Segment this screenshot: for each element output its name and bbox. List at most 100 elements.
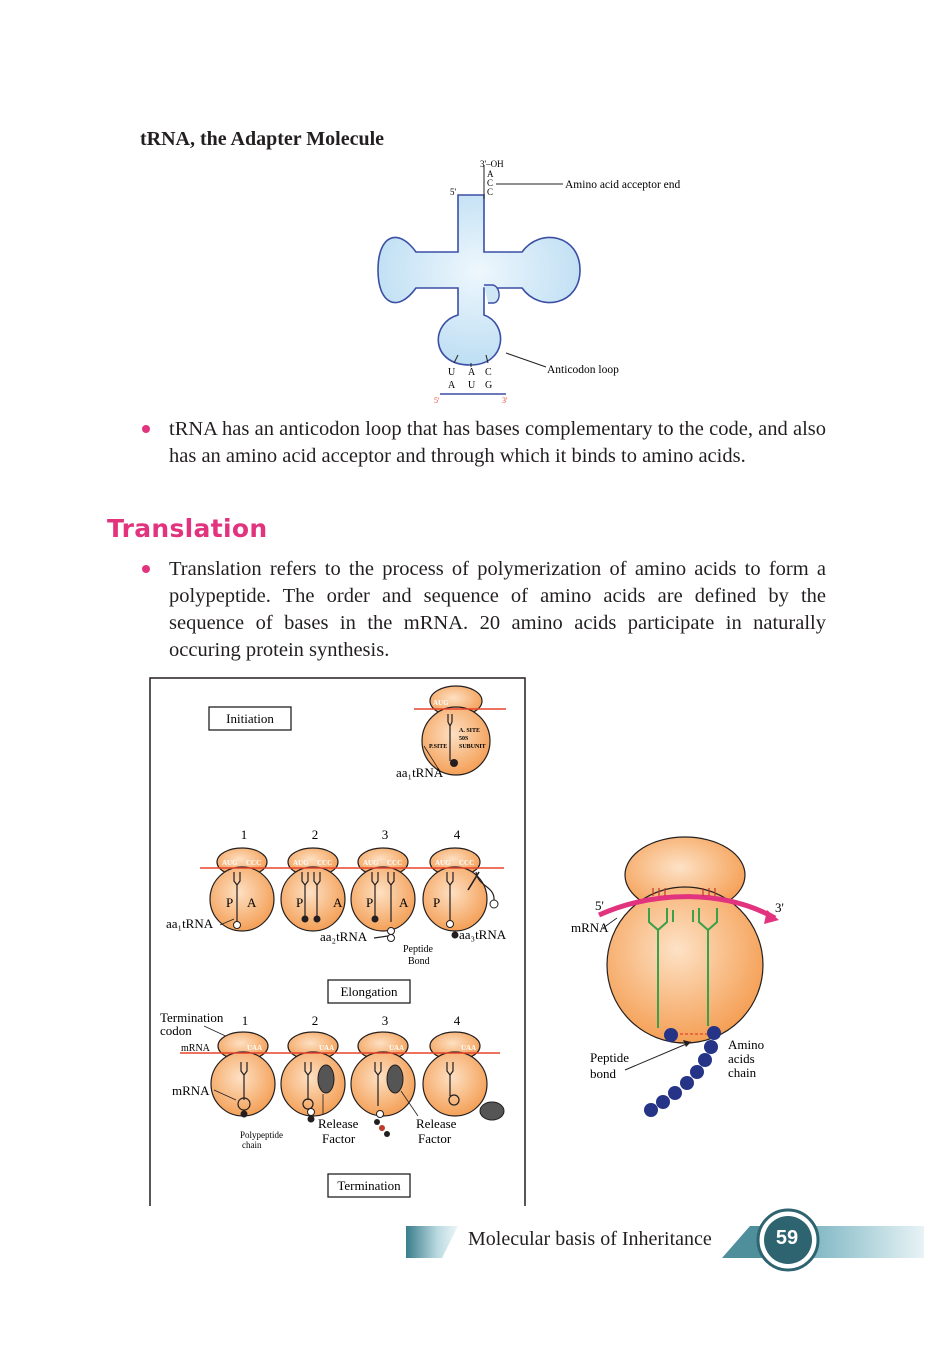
amino-acid-chain — [644, 1026, 721, 1117]
elongation-trnas — [233, 871, 495, 924]
term-codon-uaa-3: UAA — [389, 1044, 404, 1052]
elongation-label: Elongation — [340, 984, 398, 999]
acceptor-base-c1: C — [487, 178, 493, 188]
trna-section-heading: tRNA, the Adapter Molecule — [140, 128, 385, 150]
bullet-dot — [142, 425, 150, 433]
trna-bullet: tRNA has an anticodon loop that has base… — [142, 416, 826, 470]
trna-bullet-text: tRNA has an anticodon loop that has base… — [169, 418, 826, 467]
footer-left-tab — [406, 1226, 458, 1258]
footer-slant — [722, 1226, 762, 1258]
termination-step-4: 4 — [454, 1013, 461, 1028]
termination-step-2: 2 — [312, 1013, 319, 1028]
anticodon-loop-label: Anticodon loop — [547, 364, 619, 376]
footer-band — [406, 1208, 924, 1272]
initiation-codon: AUG — [433, 699, 449, 707]
elongation-step-4: 4 — [454, 827, 461, 842]
release-factor-label-2b: Factor — [418, 1131, 452, 1146]
termination-codon-label-2: codon — [160, 1023, 192, 1038]
elong-codon-ccc-2: CCC — [317, 859, 332, 867]
ribosome-mrna-label: mRNA — [571, 920, 609, 935]
trna-cloverleaf-shape — [377, 194, 581, 366]
elong-trna-3-label: aa₃tRNA — [459, 927, 507, 942]
polypeptide-chain-label-2: chain — [242, 1140, 262, 1150]
termination-label: Termination — [337, 1178, 401, 1193]
peptide-bond-label-b: bond — [590, 1066, 617, 1081]
polypeptide-chain-label-1: Polypeptide — [240, 1130, 283, 1140]
trna-diagram: 3'–OH A C C 5' Amino acid acceptor end A… — [377, 159, 681, 405]
term-codon-uaa-4: UAA — [461, 1044, 476, 1052]
codon-base-u: U — [468, 380, 476, 391]
amino-acids-chain-label-c: chain — [728, 1065, 757, 1080]
codon-base-g: G — [485, 380, 492, 391]
trna-green-strands — [648, 908, 718, 1028]
termination-codon-label-1: Termination — [160, 1010, 224, 1025]
subunit-label: SUBUNIT — [459, 744, 486, 750]
translation-bullet-text: Translation refers to the process of pol… — [169, 558, 826, 661]
acceptor-end-label: Amino acid acceptor end — [565, 179, 681, 191]
trna-3prime-label: 3'–OH — [480, 159, 504, 169]
elong-site-p-2: P — [296, 895, 303, 910]
elong-codon-aug-3: AUG — [363, 859, 379, 867]
release-factor-shape — [386, 1064, 404, 1094]
elong-codon-ccc-1: CCC — [246, 859, 261, 867]
elongation-step-2: 2 — [312, 827, 319, 842]
codon-base-a: A — [448, 380, 456, 391]
termination-trnas — [240, 1062, 454, 1106]
ribosome-3prime-label: 3' — [775, 900, 784, 915]
termination-step-1: 1 — [242, 1013, 249, 1028]
elong-trna-2-label: aa₂tRNA — [320, 929, 368, 944]
termination-box — [327, 1173, 411, 1198]
subunit-50s-label: 50S — [459, 736, 469, 742]
peptide-bond-label-2: Bond — [408, 956, 430, 967]
term-codon-uaa-2: UAA — [319, 1044, 334, 1052]
page-number-disc — [764, 1216, 812, 1264]
elong-site-a-2: A — [333, 895, 343, 910]
elong-trna-1-label: aa₁tRNA — [166, 916, 214, 931]
mrna-3prime-label: 3' — [502, 396, 508, 405]
footer-right-bar — [812, 1226, 924, 1258]
elong-codon-aug-1: AUG — [222, 859, 238, 867]
amino-acids-chain-label-b: acids — [728, 1051, 755, 1066]
elong-codon-ccc-4: CCC — [459, 859, 474, 867]
footer-title: Molecular basis of Inheritance — [468, 1228, 712, 1250]
acceptor-base-c2: C — [487, 187, 493, 197]
release-factor-shape — [317, 1064, 335, 1094]
mrna-5prime-label: 5' — [434, 396, 440, 405]
initiation-ribosome: AUG A. SITE 50S SUBUNIT P.SITE — [414, 685, 506, 776]
elongation-step-1: 1 — [241, 827, 248, 842]
p-site-label: P.SITE — [429, 744, 447, 750]
peptide-bond-label-a: Peptide — [590, 1050, 629, 1065]
page-number: 59 — [775, 1227, 799, 1249]
elong-codon-aug-2: AUG — [293, 859, 309, 867]
initiation-trna-label: aa₁tRNA — [396, 765, 444, 780]
initiation-label: Initiation — [226, 711, 274, 726]
translation-bullet: Translation refers to the process of pol… — [142, 556, 826, 664]
initiation-box — [208, 706, 292, 731]
bullet-dot — [142, 565, 150, 573]
termination-step-3: 3 — [382, 1013, 389, 1028]
elong-site-p-3: P — [366, 895, 373, 910]
elong-codon-ccc-3: CCC — [387, 859, 402, 867]
elongation-ribosomes — [209, 847, 488, 932]
translation-heading: Translation — [107, 514, 268, 543]
translation-process-figure: Initiation AUG A. SITE 50S SUBUNIT P.SIT… — [149, 677, 526, 1206]
a-site-label: A. SITE — [459, 728, 480, 734]
elong-site-p-4: P — [433, 895, 440, 910]
trna-5prime-label: 5' — [450, 187, 457, 197]
anticodon-base-u: U — [448, 367, 456, 378]
ribosome-5prime-label: 5' — [595, 898, 604, 913]
amino-acids-chain-label-a: Amino — [728, 1037, 764, 1052]
acceptor-base-a: A — [487, 169, 494, 179]
anticodon-base-a: A — [468, 367, 476, 378]
termination-mrna-label: mRNA — [172, 1083, 210, 1098]
elong-site-a-3: A — [399, 895, 409, 910]
release-factor-label-2a: Release — [416, 1116, 457, 1131]
release-factor-label-1b: Factor — [322, 1131, 356, 1146]
elong-codon-aug-4: AUG — [435, 859, 451, 867]
peptide-bond-label-1: Peptide — [403, 944, 434, 955]
release-factor-label-1a: Release — [318, 1116, 359, 1131]
elong-site-a-1: A — [247, 895, 257, 910]
ribosome-closeup-figure: 5' 3' mRNA Peptide bond Amino acids chai… — [571, 836, 784, 1117]
termination-mrna-line-label: mRNA — [181, 1043, 211, 1054]
elongation-step-3: 3 — [382, 827, 389, 842]
